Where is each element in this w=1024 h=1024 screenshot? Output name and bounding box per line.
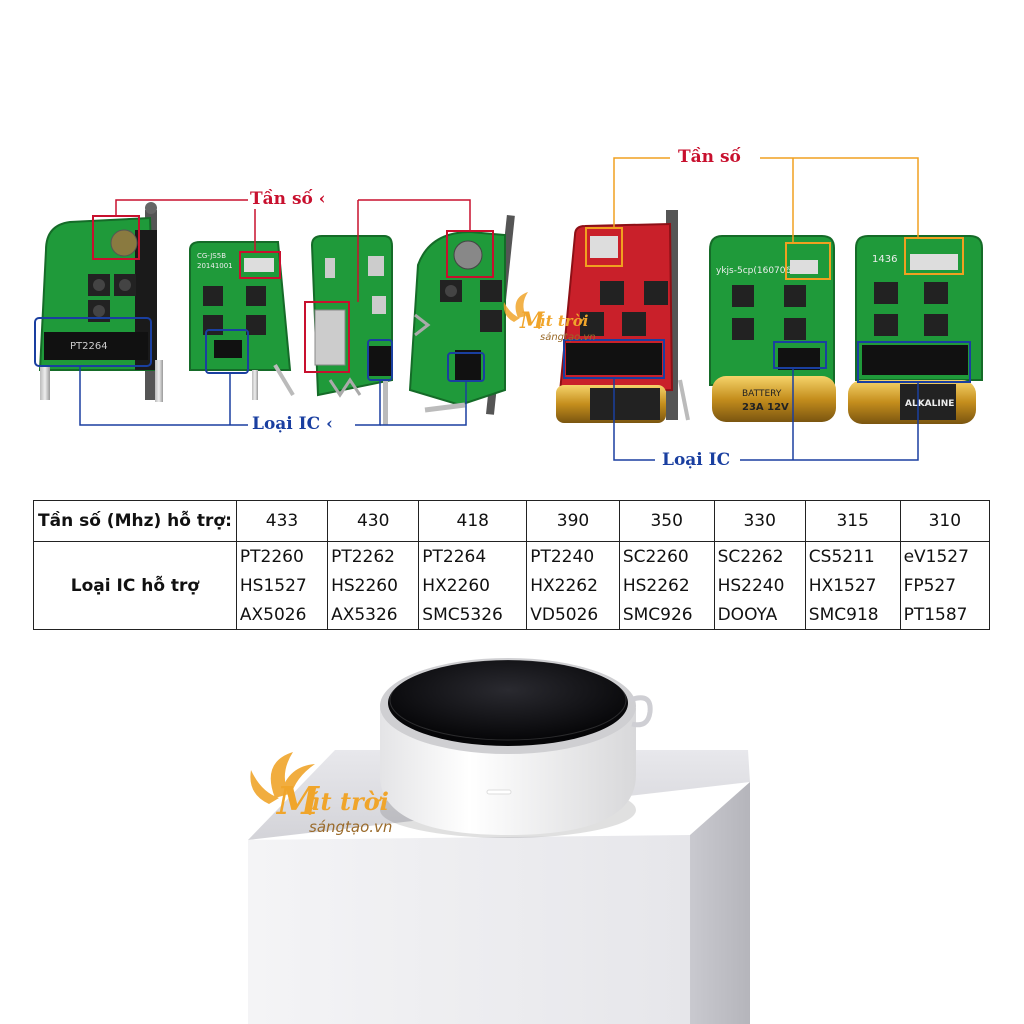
remote-boards-illustration: PT2264 CG-JS5B 20141001: [34, 157, 983, 461]
board6-code: ykjs-5cp(160706): [716, 266, 795, 276]
ic-cell: AX5326: [327, 600, 420, 630]
ic-cell: FP527: [899, 571, 991, 600]
board2-code1: CG-JS5B: [197, 252, 226, 260]
ic-row-2: HS1527 HS2260 HX2260 HX2262 HS2262 HS224…: [34, 571, 991, 600]
hub-lanyard-loop: [629, 695, 653, 728]
freq-cell: 390: [526, 500, 620, 542]
ic-cell: HS2262: [618, 571, 715, 600]
ic-cell: HX2262: [526, 571, 620, 600]
freq-label-left-arrow: ‹: [318, 189, 326, 209]
ic-cell: HX2260: [418, 571, 528, 600]
freq-label-left-text: Tần số: [250, 189, 313, 209]
ic-cell: SC2262: [713, 541, 806, 571]
battery-alkaline: ALKALINE: [905, 399, 954, 409]
freq-cell: 315: [804, 500, 901, 542]
ic-cell: SMC918: [804, 600, 901, 630]
ic-cell: VD5026: [526, 600, 620, 630]
ic-label-left-arrow: ‹: [326, 414, 333, 434]
hub-top-glass: [388, 660, 628, 746]
battery-23a: 23A 12V: [742, 402, 789, 413]
ic-cell: SMC5326: [418, 600, 528, 630]
freq-header: Tần số (Mhz) hỗ trợ:: [33, 500, 237, 542]
ic-cell: CS5211: [804, 541, 901, 571]
watermark-large-brand: ặt trời: [305, 787, 389, 816]
freq-row: Tần số (Mhz) hỗ trợ: 433 430 418 390 350…: [33, 500, 991, 542]
ic-label-right-text: Loại IC: [662, 450, 731, 470]
board-2: CG-JS5B 20141001: [189, 241, 295, 400]
freq-cell: 350: [618, 500, 715, 542]
hub-led: [486, 789, 512, 795]
ic-cell: PT2260: [235, 541, 329, 571]
freq-annotation-lines-right: [585, 157, 964, 280]
chip-label-pt2264: PT2264: [70, 341, 108, 352]
pedestal-side: [690, 782, 750, 1024]
ic-cell: HS1527: [235, 571, 329, 600]
ic-annotation-lines-left: [34, 317, 485, 426]
board-7: 1436 ALKALINE: [848, 235, 983, 424]
freq-label-right: Tần số: [676, 147, 743, 167]
spec-table: Tần số (Mhz) hỗ trợ: 433 430 418 390 350…: [33, 500, 991, 630]
ic-cell: AX5026: [235, 600, 329, 630]
ic-cell: PT1587: [899, 600, 991, 630]
ic-cell: HX1527: [804, 571, 901, 600]
ic-cell: HS2240: [713, 571, 806, 600]
ic-cell: PT2264: [418, 541, 528, 571]
board-4: [408, 215, 515, 415]
pedestal-front: [248, 835, 690, 1024]
ic-cell: SMC926: [618, 600, 715, 630]
board-3: [310, 235, 393, 425]
ic-cell: PT2240: [526, 541, 620, 571]
ic-label-left-text: Loại IC: [252, 414, 321, 434]
ic-cell: DOOYA: [713, 600, 806, 630]
watermark-logo-large: M ặt trời sángtạo.vn: [250, 752, 392, 836]
ic-label-right: Loại IC: [660, 450, 733, 470]
watermark-logo-small: M ặt trời sángtạo.vn: [503, 292, 596, 343]
watermark-small-site: sángtạo.vn: [540, 331, 596, 343]
ic-row-3: AX5026 AX5326 SMC5326 VD5026 SMC926 DOOY…: [34, 600, 991, 630]
ic-cell: HS2260: [327, 571, 420, 600]
smart-hub-photo: [248, 658, 750, 1024]
freq-cell: 310: [899, 500, 991, 542]
ic-cell: PT2262: [327, 541, 420, 571]
watermark-small-brand: ặt trời: [536, 312, 589, 330]
ic-label-left: Loại IC ‹: [250, 414, 335, 434]
board7-code: 1436: [872, 254, 897, 265]
freq-cell: 330: [713, 500, 806, 542]
watermark-small-initial: M: [519, 308, 545, 334]
ic-row-1: Loại IC hỗ trợ PT2260 PT2262 PT2264 PT22…: [33, 541, 991, 630]
watermark-large-site: sángtạo.vn: [309, 818, 392, 836]
freq-label-right-text: Tần số: [678, 147, 741, 167]
freq-label-left: Tần số ‹: [248, 189, 328, 209]
battery-word: BATTERY: [742, 389, 782, 399]
board-6: ykjs-5cp(160706) BATTERY 23A 12V: [709, 235, 836, 422]
ic-cell: SC2260: [618, 541, 715, 571]
freq-annotation-lines-left: [92, 199, 494, 373]
freq-cell: 418: [418, 500, 528, 542]
board-1: PT2264: [38, 202, 163, 402]
board2-code2: 20141001: [197, 262, 233, 270]
freq-cell: 433: [235, 500, 329, 542]
freq-cell: 430: [327, 500, 420, 542]
ic-cell: eV1527: [899, 541, 991, 571]
ic-header: Loại IC hỗ trợ: [33, 541, 237, 630]
ic-annotation-lines-right: [563, 339, 971, 461]
watermark-large-initial: M: [275, 778, 320, 823]
